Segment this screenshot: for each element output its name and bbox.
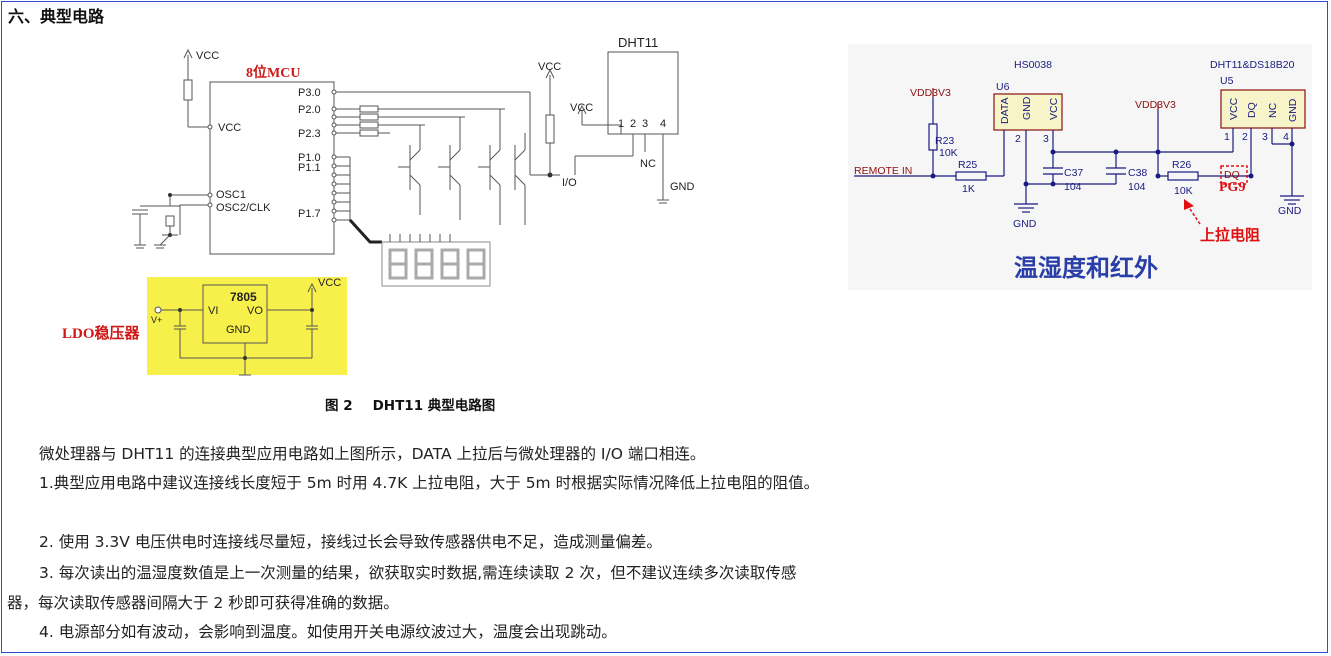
pin-label: P1.0 bbox=[298, 152, 321, 164]
dht11-pin: 2 bbox=[630, 118, 636, 130]
ldo-regulator-label: LDO稳压器 bbox=[62, 326, 140, 342]
dht11-pin: 1 bbox=[618, 118, 624, 130]
dht11-pin: 3 bbox=[642, 118, 648, 130]
pullup-resistor-label: 上拉电阻 bbox=[1200, 226, 1260, 244]
figure-number: 图 2 bbox=[325, 398, 353, 414]
vcc-label: VCC bbox=[538, 61, 561, 73]
u5-pin-name: DQ bbox=[1246, 102, 1258, 118]
r23-value: 10K bbox=[939, 147, 958, 159]
gnd-label: GND bbox=[1013, 218, 1037, 230]
r25-label: R25 bbox=[958, 159, 977, 171]
u6-pin-num: 2 bbox=[1015, 133, 1021, 145]
figure-title: DHT11 典型电路图 bbox=[372, 398, 496, 414]
paragraph: 3. 每次读出的温湿度数值是上一次测量的结果，欲获取实时数据,需连续读取 2 次… bbox=[7, 564, 797, 612]
pg9-label: PG9 bbox=[1219, 180, 1245, 195]
io-label: I/O bbox=[562, 177, 577, 189]
figure-caption: 图 2 DHT11 典型电路图 bbox=[325, 394, 495, 414]
u6-pin-num: 3 bbox=[1043, 133, 1049, 145]
c37-label: C37 bbox=[1064, 167, 1083, 179]
u5-ref: U5 bbox=[1220, 75, 1234, 87]
pin-label: P1.7 bbox=[298, 208, 321, 220]
u5-pin-name: NC bbox=[1267, 102, 1279, 118]
paragraph: 2. 使用 3.3V 电压供电时连接线尽量短，接线过长会导致传感器供电不足，造成… bbox=[39, 533, 662, 551]
regulator-vplus: V+ bbox=[151, 315, 162, 325]
dht11-title: DHT11 bbox=[618, 35, 658, 50]
r23-label: R23 bbox=[935, 135, 954, 147]
temp-humidity-ir-schematic: HS0038 U6 DHT11&DS18B20 U5 R23 10K R25 1… bbox=[848, 44, 1312, 290]
gnd-label: GND bbox=[670, 181, 695, 193]
dq-net-label: DQ bbox=[1224, 169, 1240, 181]
pin-label: P3.0 bbox=[298, 87, 321, 99]
regulator-vo: VO bbox=[247, 305, 263, 317]
c37-value: 104 bbox=[1064, 181, 1082, 193]
u6-pin-name: GND bbox=[1021, 96, 1033, 120]
paragraph: 4. 电源部分如有波动，会影响到温度。如使用开关电源纹波过大，温度会出现跳动。 bbox=[39, 623, 617, 641]
dht11-typical-circuit: VCC 8位MCU VCC P3.0 P2.0 P2.3 P1.0 P1.1 P… bbox=[132, 35, 695, 376]
r26-label: R26 bbox=[1172, 159, 1191, 171]
u6-pin-name: DATA bbox=[999, 98, 1011, 124]
gnd-label: GND bbox=[1278, 205, 1302, 217]
pin-label: P1.1 bbox=[298, 162, 321, 174]
remote-in-label: REMOTE IN bbox=[854, 165, 912, 177]
u6-ref: U6 bbox=[996, 81, 1010, 93]
u5-pin-num: 1 bbox=[1224, 131, 1230, 143]
paragraph: 微处理器与 DHT11 的连接典型应用电路如上图所示，DATA 上拉后与微处理器… bbox=[39, 445, 706, 463]
schematic-caption: 温湿度和红外 bbox=[1014, 254, 1158, 282]
regulator-vi: VI bbox=[208, 305, 218, 317]
osc1-label: OSC1 bbox=[216, 189, 246, 201]
vdd-label: VDD3V3 bbox=[1135, 99, 1176, 111]
regulator-gnd: GND bbox=[226, 324, 251, 336]
u6-pin-name: VCC bbox=[1048, 97, 1060, 120]
section-heading: 六、典型电路 bbox=[8, 7, 105, 26]
r26-value: 10K bbox=[1174, 185, 1193, 197]
pin-label: P2.0 bbox=[298, 104, 321, 116]
mcu-vcc-pin-label: VCC bbox=[218, 122, 241, 134]
mcu-vcc-label: VCC bbox=[196, 50, 219, 62]
vdd-label: VDD3V3 bbox=[910, 87, 951, 99]
u6-name: HS0038 bbox=[1014, 59, 1052, 71]
nc-label: NC bbox=[640, 158, 656, 170]
u5-pin-num: 3 bbox=[1262, 131, 1268, 143]
pin-label: P2.3 bbox=[298, 128, 321, 140]
c38-value: 104 bbox=[1128, 181, 1146, 193]
dht11-pin: 4 bbox=[660, 118, 666, 130]
c38-label: C38 bbox=[1128, 167, 1147, 179]
r25-value: 1K bbox=[962, 183, 975, 195]
u5-pin-num: 2 bbox=[1242, 131, 1248, 143]
u5-pin-num: 4 bbox=[1283, 131, 1289, 143]
u5-name: DHT11&DS18B20 bbox=[1210, 59, 1295, 71]
vcc-label: VCC bbox=[570, 102, 593, 114]
osc2-label: OSC2/CLK bbox=[216, 202, 271, 214]
u5-pin-name: GND bbox=[1287, 98, 1299, 122]
u5-pin-name: VCC bbox=[1228, 97, 1240, 120]
regulator-name: 7805 bbox=[230, 290, 257, 304]
paragraph: 1.典型应用电路中建议连接线长度短于 5m 时用 4.7K 上拉电阻，大于 5m… bbox=[39, 474, 820, 492]
mcu-title: 8位MCU bbox=[246, 64, 300, 81]
regulator-vcc: VCC bbox=[318, 277, 341, 289]
